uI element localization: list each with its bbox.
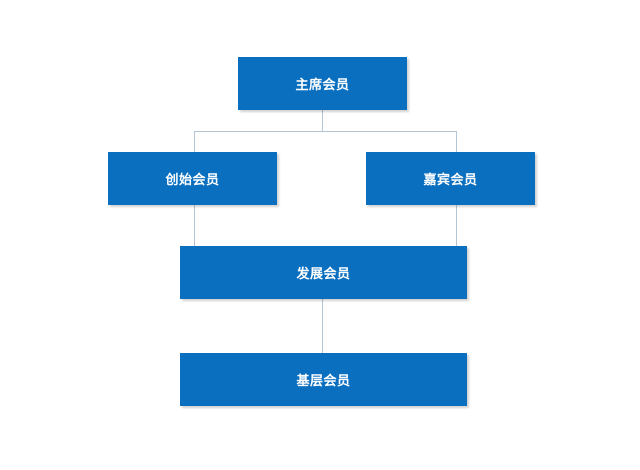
- node-chairman-member: 主席会员: [238, 57, 407, 110]
- node-label: 主席会员: [295, 78, 350, 93]
- node-guest-member: 嘉宾会员: [366, 152, 535, 205]
- node-development-member: 发展会员: [180, 246, 467, 299]
- connector-chairman-down: [322, 110, 323, 132]
- node-label: 创始会员: [165, 173, 220, 188]
- node-founder-member: 创始会员: [108, 152, 277, 205]
- connector-guest-to-development: [456, 205, 457, 246]
- connector-to-founder: [194, 131, 195, 152]
- node-label: 嘉宾会员: [423, 173, 478, 188]
- node-label: 基层会员: [296, 374, 351, 389]
- connector-development-to-base: [322, 299, 323, 353]
- connector-branch-horizontal: [194, 131, 457, 132]
- node-label: 发展会员: [296, 267, 351, 282]
- connector-founder-to-development: [194, 205, 195, 246]
- connector-to-guest: [456, 131, 457, 152]
- node-base-member: 基层会员: [180, 353, 467, 406]
